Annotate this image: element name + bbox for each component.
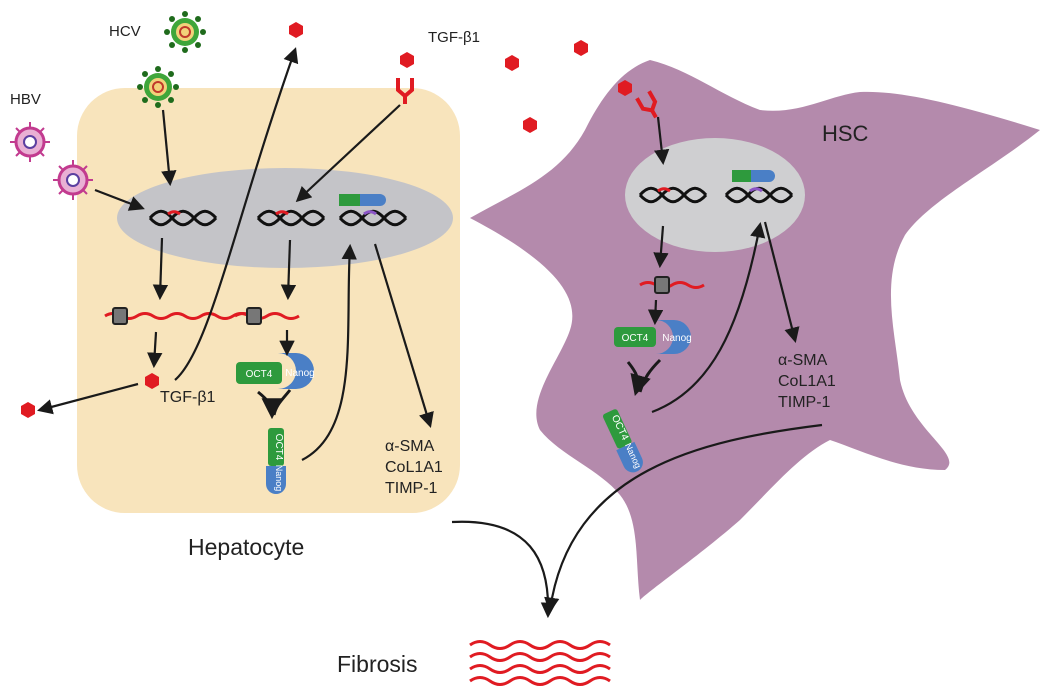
nanog-complex-small — [751, 170, 775, 182]
mrna-strand — [104, 312, 250, 320]
tgf-beta1-molecule — [505, 55, 519, 71]
dna-helix — [148, 209, 218, 227]
tgf-receptor-icon — [396, 78, 414, 104]
arrow — [626, 361, 651, 397]
tgf-beta1-label-hepatocyte: TGF-β1 — [160, 389, 216, 406]
arrow — [152, 237, 169, 301]
arrow — [373, 243, 434, 428]
arrow — [763, 221, 800, 343]
nanog-protein — [278, 353, 314, 389]
ribosome-icon — [112, 307, 128, 325]
nanog-label: Nanog — [285, 368, 314, 379]
hepatocyte-nucleus — [117, 168, 453, 268]
arrow — [653, 225, 669, 269]
ribosome-icon — [654, 276, 670, 294]
arrow — [651, 221, 766, 414]
oct4-label: OCT4 — [622, 333, 649, 344]
nanog-protein-vertical — [616, 441, 643, 473]
tgf-beta1-molecule — [289, 22, 303, 38]
dna-helix — [338, 209, 408, 227]
arrow — [544, 423, 823, 614]
hepatocyte-label: Hepatocyte — [188, 534, 305, 560]
arrows — [37, 47, 823, 619]
oct4-complex-small — [732, 170, 752, 182]
hbv-virus-icon — [10, 122, 50, 162]
hcv-virus-icon — [164, 11, 206, 53]
mrna-strand — [639, 281, 705, 289]
arrow — [295, 104, 401, 203]
ribosome-icon — [246, 307, 262, 325]
oct4-label: OCT4 — [246, 369, 273, 380]
arrow — [638, 358, 662, 393]
oct4-protein — [236, 362, 282, 384]
arrow — [272, 389, 292, 416]
dna-helix — [638, 186, 708, 204]
oct4-complex-small — [339, 194, 361, 206]
arrow — [174, 47, 299, 381]
target-gene-label: CoL1A1 — [778, 373, 836, 390]
hsc-target-genes: α-SMA CoL1A1 TIMP-1 — [778, 350, 836, 413]
oct4-protein — [614, 327, 656, 347]
oct4-label-vertical: OCT4 — [273, 434, 284, 461]
target-gene-label: TIMP-1 — [778, 394, 831, 411]
hsc-nucleus — [625, 138, 805, 252]
arrow — [257, 390, 283, 420]
fibrosis-fibers — [469, 640, 611, 686]
hepatocyte-target-genes: α-SMA CoL1A1 TIMP-1 — [385, 436, 443, 499]
hbv-virus-icon — [53, 160, 93, 200]
target-gene-label: α-SMA — [778, 352, 828, 369]
nanog-protein — [656, 320, 691, 354]
arrow — [451, 520, 557, 619]
arrow — [37, 382, 139, 415]
tgf-receptor-icon — [635, 90, 658, 119]
oct4-protein-vertical — [268, 428, 284, 466]
nanog-complex-small — [360, 194, 386, 206]
hsc-label: HSC — [822, 121, 869, 146]
arrow — [161, 109, 177, 187]
tgf-beta1-molecule — [400, 52, 414, 68]
hsc-cell — [470, 60, 1040, 600]
arrow — [147, 331, 163, 369]
dna-helix — [256, 209, 326, 227]
nanog-label-vertical: Nanog — [274, 465, 284, 492]
hcv-label: HCV — [109, 23, 141, 40]
arrow — [647, 299, 664, 326]
tgf-beta1-label-top: TGF-β1 — [428, 29, 480, 46]
nanog-protein-vertical — [266, 466, 286, 494]
target-gene-label: CoL1A1 — [385, 459, 443, 476]
arrow — [280, 239, 297, 301]
fibrosis-label: Fibrosis — [337, 651, 418, 677]
target-gene-label: TIMP-1 — [385, 480, 438, 497]
tgf-beta1-molecule — [574, 40, 588, 56]
arrow — [94, 188, 145, 211]
hcv-virus-icon — [137, 66, 179, 108]
tgf-beta1-molecule — [523, 117, 537, 133]
tgf-beta1-molecule — [21, 402, 35, 418]
target-gene-label: α-SMA — [385, 438, 435, 455]
arrow — [653, 116, 670, 166]
hbv-label: HBV — [10, 91, 41, 108]
nanog-label: Nanog — [662, 333, 691, 344]
dna-helix — [724, 186, 794, 204]
arrow — [301, 243, 357, 461]
oct4-protein-vertical — [602, 409, 632, 449]
